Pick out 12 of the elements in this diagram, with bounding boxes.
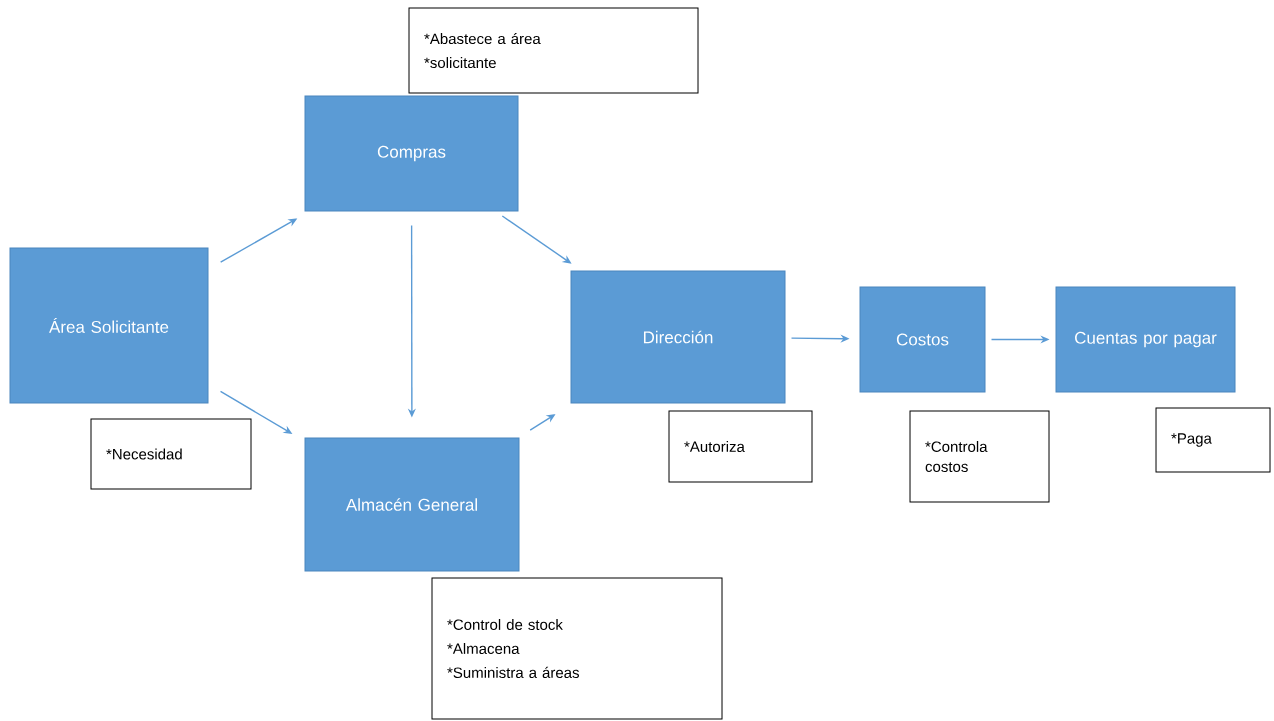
note-box: *Autoriza [668, 410, 813, 483]
process-box: Dirección [570, 270, 786, 404]
process-box: Área Solicitante [9, 247, 209, 404]
note-box: *Paga [1155, 407, 1271, 473]
note-box: *Control de stock *Almacena *Suministra a áreas [431, 577, 723, 720]
process-box: Almacén General [304, 437, 520, 572]
process-box: Cuentas por pagar [1055, 286, 1236, 393]
note-box: *Abastece a área *solicitante [408, 7, 699, 94]
process-box: Costos [859, 286, 986, 393]
note-box: *Necesidad [90, 418, 252, 490]
process-box: Compras [304, 95, 519, 212]
note-box: *Controla costos [909, 410, 1050, 503]
